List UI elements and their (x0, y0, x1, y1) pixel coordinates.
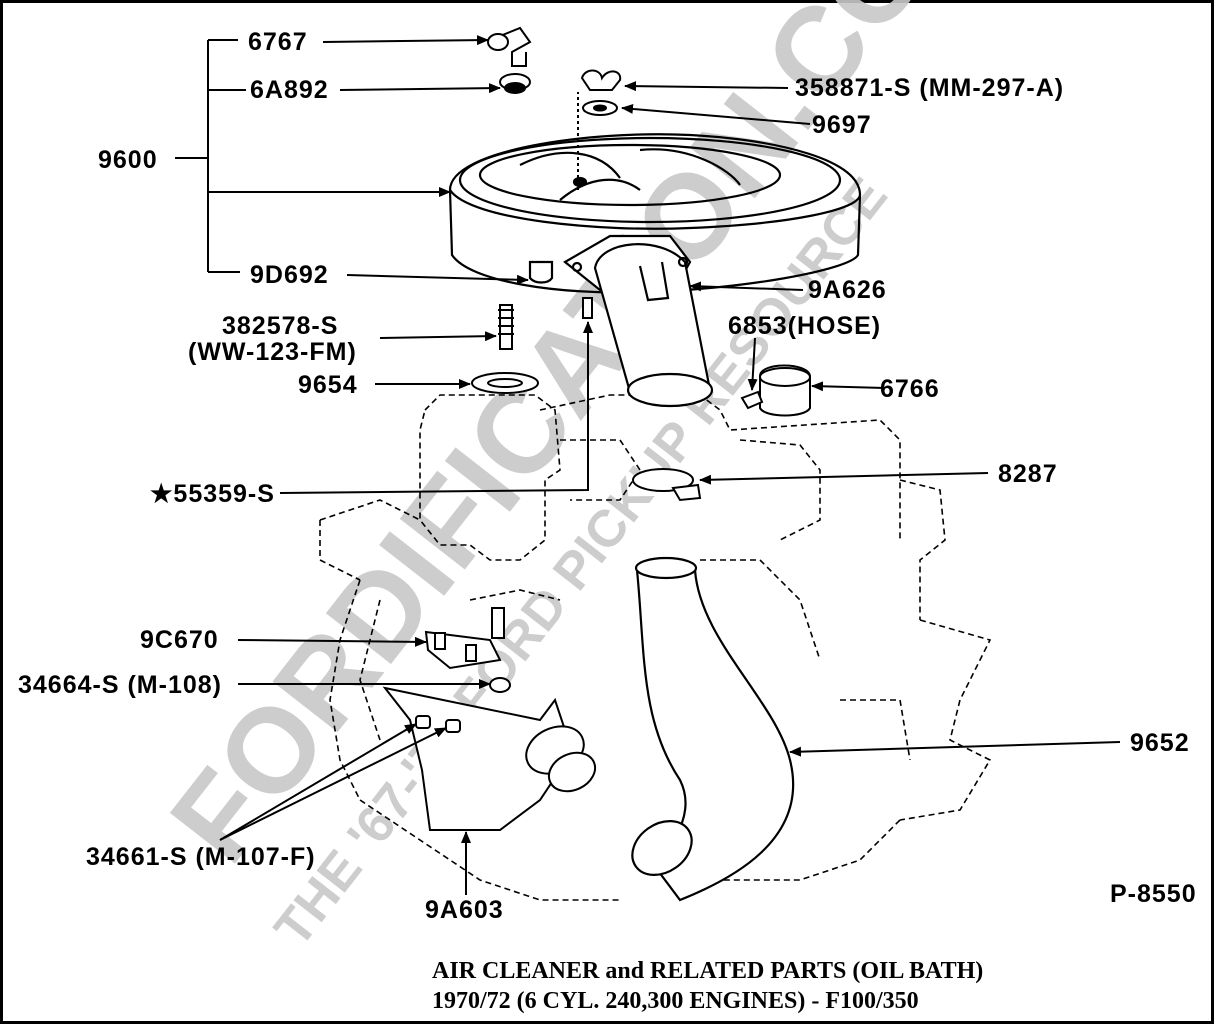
fasteners-top (471, 26, 811, 502)
label-9c670: 9C670 (140, 626, 219, 654)
label-358871-s: 358871-S (MM-297-A) (795, 74, 1064, 102)
label-55359-s: ★55359-S (150, 480, 275, 508)
bracket-and-base (382, 607, 597, 831)
label-34664-s: 34664-S (M-108) (18, 671, 222, 699)
snorkel-9a626 (563, 234, 714, 408)
label-6767: 6767 (248, 28, 308, 56)
label-9d692: 9D692 (250, 261, 329, 289)
hose-9652 (631, 556, 795, 902)
label-ww-123-fm: (WW-123-FM) (188, 338, 357, 366)
label-34661-s: 34661-S (M-107-F) (86, 843, 316, 871)
part-labels: 6767 6A892 9600 9D692 358871-S (MM-297-A… (18, 28, 1197, 924)
label-9a603: 9A603 (425, 896, 504, 924)
label-9654: 9654 (298, 371, 358, 399)
label-9652: 9652 (1130, 729, 1190, 757)
engine-outline (319, 394, 992, 901)
label-9600: 9600 (98, 146, 158, 174)
label-9697: 9697 (812, 111, 872, 139)
caption-line1: AIR CLEANER and RELATED PARTS (OIL BATH) (432, 958, 983, 984)
label-6853-hose: 6853(HOSE) (728, 312, 881, 340)
leader-lines (175, 35, 1121, 895)
label-6a892: 6A892 (250, 76, 329, 104)
caption-line2: 1970/72 (6 CYL. 240,300 ENGINES) - F100/… (432, 988, 919, 1014)
label-8287: 8287 (998, 460, 1058, 488)
watermark: FORDIFICATION.COM THE '67-'72 FORD PICKU… (145, 0, 1017, 957)
label-6766: 6766 (880, 375, 940, 403)
figure-id: P-8550 (1110, 880, 1197, 908)
label-382578-s: 382578-S (222, 312, 338, 340)
label-9a626: 9A626 (808, 276, 887, 304)
